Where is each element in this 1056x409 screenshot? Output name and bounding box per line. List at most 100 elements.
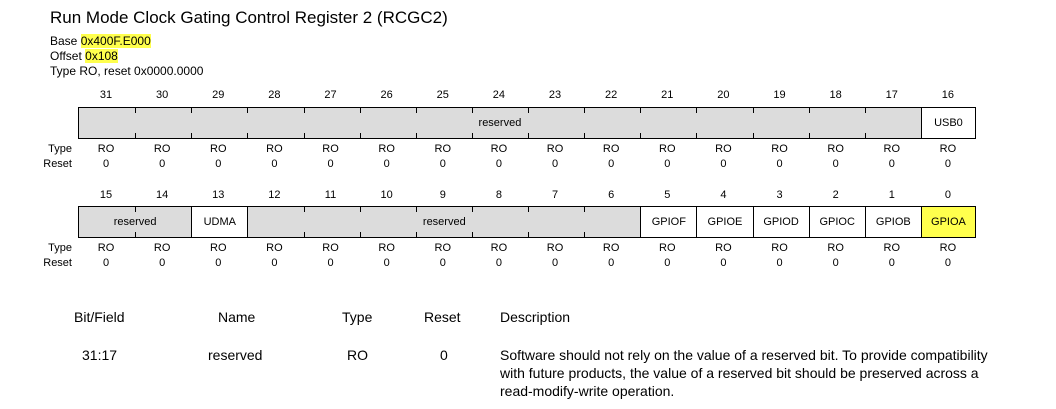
- bit-number: 31: [99, 89, 113, 101]
- bit-type: RO: [153, 143, 171, 155]
- bit-reset: 0: [439, 257, 446, 269]
- row-reset: 0: [440, 347, 448, 363]
- field-usb0: USB0: [920, 108, 975, 138]
- row-bitfield: 31:17: [82, 347, 118, 363]
- bit-number: 29: [212, 89, 225, 101]
- bit-type: RO: [602, 143, 620, 155]
- offset-value: 0x108: [85, 49, 118, 63]
- bit-number: 3: [776, 189, 783, 201]
- bit-number: 4: [720, 189, 727, 201]
- row-label-reset: Reset: [43, 158, 72, 170]
- bit-reset: 0: [608, 158, 615, 170]
- bit-tick: [864, 133, 866, 138]
- bit-type: RO: [322, 242, 339, 254]
- row-label-reset: Reset: [43, 257, 72, 269]
- bit-number: 25: [436, 89, 449, 101]
- bit-reset: 0: [383, 257, 390, 269]
- bit-number: 1: [888, 189, 895, 201]
- bit-reset: 0: [102, 257, 110, 269]
- bit-number: 21: [661, 89, 674, 101]
- reserved-field: reserved: [79, 108, 921, 138]
- bit-number: 20: [717, 89, 730, 101]
- bit-reset: 0: [776, 158, 783, 170]
- bit-reset: 0: [215, 158, 222, 170]
- bit-tick: [303, 232, 305, 237]
- bit-reset: 0: [832, 257, 839, 269]
- bit-number: 27: [324, 89, 337, 101]
- bit-reset: 0: [551, 158, 559, 170]
- bit-type: RO: [266, 143, 283, 155]
- bit-tick: [528, 108, 529, 113]
- bit-type: RO: [97, 242, 115, 254]
- bit-type: RO: [266, 242, 283, 254]
- type-reset-line: Type RO, reset 0x0000.0000: [50, 64, 204, 78]
- bit-tick: [528, 207, 529, 212]
- row-description: Software should not rely on the value of…: [500, 347, 988, 399]
- bit-type: RO: [827, 242, 844, 254]
- bit-tick: [191, 133, 193, 138]
- field-gpioe: GPIOE: [696, 207, 752, 237]
- bit-reset: 0: [664, 257, 671, 269]
- bit-reset: 0: [495, 158, 502, 170]
- register-title: Run Mode Clock Gating Control Register 2…: [50, 8, 448, 27]
- base-address-line: Base 0x400F.E000: [50, 34, 151, 48]
- field-gpioa: GPIOA: [920, 207, 975, 237]
- bit-number: 8: [495, 189, 502, 201]
- bit-type: RO: [434, 143, 452, 155]
- bit-number: 13: [212, 189, 225, 201]
- bit-tick: [303, 108, 305, 113]
- field-gpiob: GPIOB: [864, 207, 921, 237]
- bit-tick: [247, 133, 249, 138]
- row-label-type: Type: [48, 143, 72, 155]
- bit-reset: 0: [102, 158, 110, 170]
- bit-type: RO: [210, 242, 227, 254]
- header-bitfield: Bit/Field: [74, 309, 125, 325]
- bit-tick: [471, 108, 473, 113]
- bit-tick: [359, 108, 361, 113]
- bit-tick: [584, 207, 586, 212]
- bit-tick: [640, 133, 642, 138]
- bit-tick: [752, 108, 754, 113]
- header-reset: Reset: [424, 309, 461, 325]
- field-gpiod: GPIOD: [752, 207, 809, 237]
- bit-tick: [135, 133, 137, 138]
- bit-tick: [864, 108, 866, 113]
- row-label-type: Type: [48, 242, 72, 254]
- bit-type: RO: [322, 143, 339, 155]
- bit-reset: 0: [215, 257, 222, 269]
- bit-type: RO: [771, 242, 788, 254]
- bit-type: RO: [771, 143, 788, 155]
- bit-tick: [471, 232, 473, 237]
- bit-type: RO: [546, 143, 564, 155]
- bit-number: 2: [832, 189, 839, 201]
- bit-tick: [303, 207, 305, 212]
- bit-reset: 0: [888, 158, 895, 170]
- bit-number: 12: [268, 189, 281, 201]
- bit-reset: 0: [888, 257, 895, 269]
- bit-reset: 0: [720, 257, 727, 269]
- offset-line: Offset 0x108: [50, 49, 118, 63]
- bit-reset: 0: [159, 158, 166, 170]
- bit-type: RO: [97, 143, 115, 155]
- bit-reset: 0: [495, 257, 502, 269]
- bit-tick: [528, 133, 529, 138]
- bit-tick: [303, 133, 305, 138]
- bit-type: RO: [378, 143, 395, 155]
- bit-tick: [640, 108, 642, 113]
- bit-reset: 0: [327, 257, 334, 269]
- bit-type: RO: [715, 242, 732, 254]
- bit-reset: 0: [439, 158, 446, 170]
- bit-number: 17: [885, 89, 898, 101]
- bit-number: 7: [551, 189, 559, 201]
- bit-number: 26: [380, 89, 393, 101]
- bit-type: RO: [602, 242, 620, 254]
- offset-label: Offset: [50, 49, 86, 63]
- bit-type: RO: [939, 242, 957, 254]
- base-label: Base: [50, 34, 81, 48]
- bit-reset: 0: [944, 257, 951, 269]
- reserved-field: reserved: [247, 207, 641, 237]
- field-udma: UDMA: [191, 207, 247, 237]
- bit-tick: [247, 108, 249, 113]
- bit-reset: 0: [776, 257, 783, 269]
